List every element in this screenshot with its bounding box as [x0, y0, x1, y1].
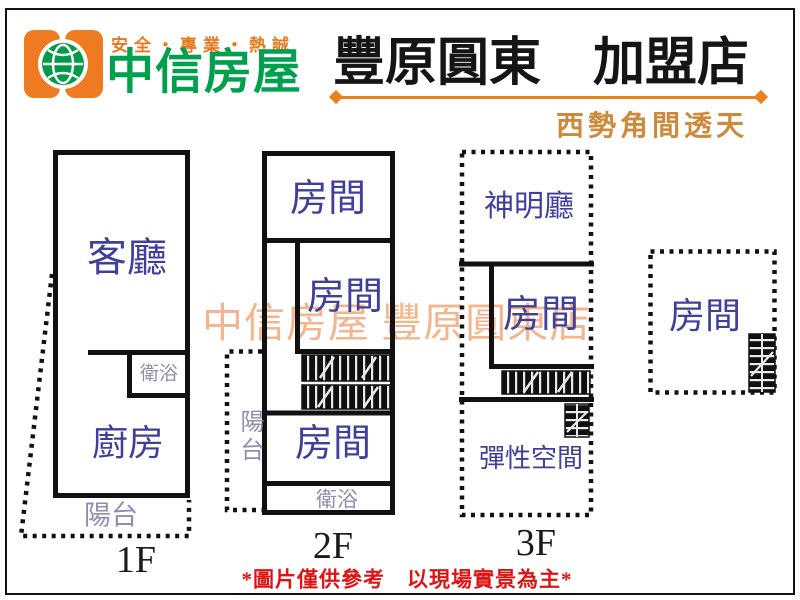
floor-label-2f: 2F [312, 525, 354, 567]
room-label-flex-space: 彈性空間 [478, 444, 584, 473]
logo-globe-icon [38, 39, 88, 89]
store-title: 豐原圓東 加盟店 [333, 35, 750, 92]
room-label-2f-middle: 房間 [306, 276, 384, 318]
brand-slogan: 安全・專業・熱誠 [111, 36, 295, 55]
room-label-2f-front: 房間 [289, 178, 367, 220]
room-label-4f-room: 房間 [668, 296, 742, 336]
room-label-bath-2f: 衛浴 [316, 487, 358, 512]
room-label-3f-room: 房間 [502, 294, 580, 336]
room-label-living: 客廳 [87, 235, 167, 280]
room-label-shrine: 神明廳 [484, 190, 574, 223]
disclaimer-text: *圖片僅供參考 以現場實景為主* [241, 567, 573, 592]
room-label-balcony-2f: 陽台 [236, 409, 262, 465]
title-underline [328, 89, 769, 105]
room-label-balcony-1f: 陽台 [84, 500, 138, 531]
image-border [5, 8, 795, 595]
brand-logo [24, 30, 103, 98]
floor-label-3f: 3F [515, 522, 557, 564]
brand-name: 中信房屋 [106, 46, 303, 99]
room-label-bath-1f: 衛浴 [139, 363, 179, 385]
room-label-2f-rear: 房間 [294, 423, 372, 465]
room-label-kitchen: 廚房 [91, 423, 165, 463]
property-subtitle: 西勢角間透天 [556, 111, 749, 142]
floor-label-1f: 1F [115, 539, 157, 581]
